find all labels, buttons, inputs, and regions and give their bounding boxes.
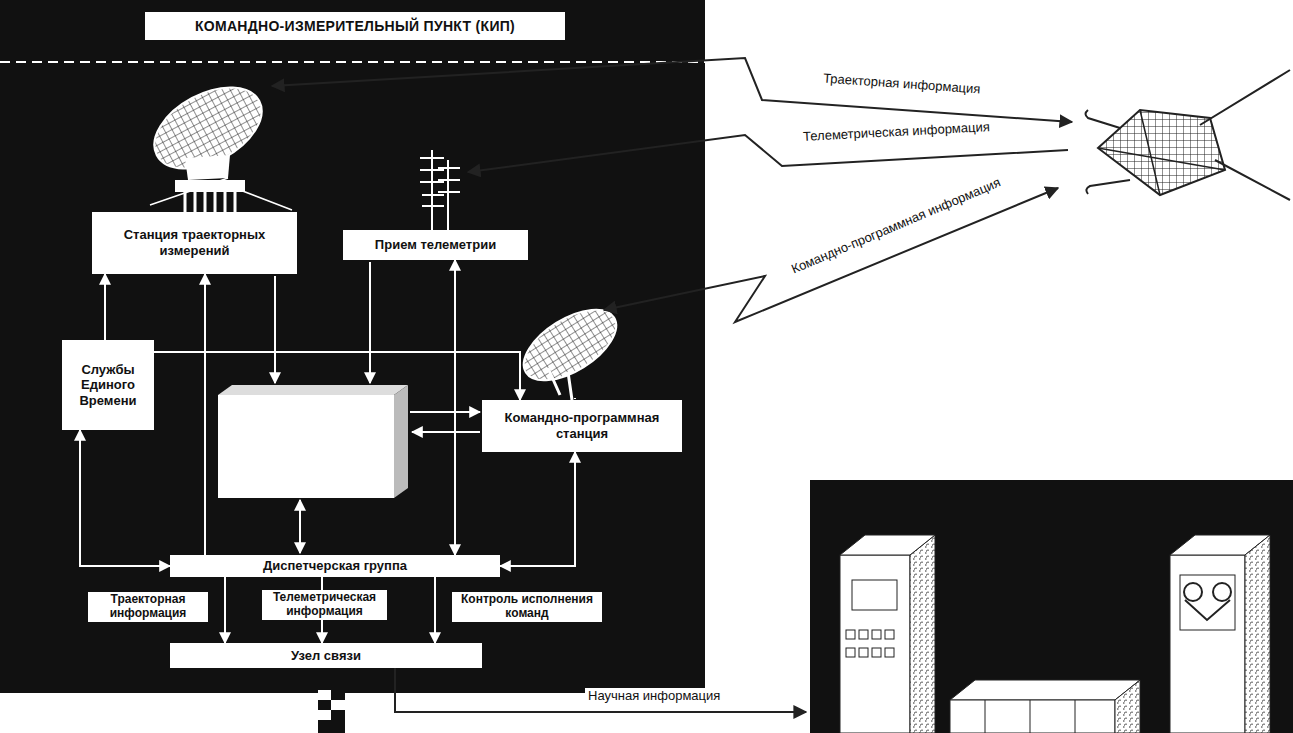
connector xyxy=(204,274,206,555)
process-box: Узел связи xyxy=(170,643,482,668)
process-box: Диспетчерская группа xyxy=(170,555,500,577)
computer-cabinets xyxy=(840,535,1270,733)
edge-label: Телеметрическая информация xyxy=(262,590,387,620)
computer-block xyxy=(218,385,408,498)
link-label: Траекторная информация xyxy=(820,70,984,96)
edge-label: Траекторная информация xyxy=(88,592,208,622)
connector xyxy=(224,577,226,643)
link-label: Научная информация xyxy=(585,688,723,703)
box-text: Прием телеметрии xyxy=(375,237,496,253)
yagi-antenna xyxy=(420,150,460,230)
edge-label: Контроль исполнения команд xyxy=(452,592,602,622)
connector xyxy=(154,352,520,400)
satellite xyxy=(1086,70,1291,200)
process-box: Станция траекторных измерений xyxy=(92,212,297,274)
connector xyxy=(434,577,436,643)
box-text: Узел связи xyxy=(291,648,361,664)
dish-antenna xyxy=(141,71,275,212)
connector xyxy=(104,274,106,340)
process-box: Прием телеметрии xyxy=(343,230,528,260)
box-text: Службы Единого Времени xyxy=(68,362,148,409)
box-text: Диспетчерская группа xyxy=(263,558,407,574)
connector xyxy=(80,430,170,566)
link-label: Командно-программная информация xyxy=(786,173,1005,277)
link-label: Телеметрическая информация xyxy=(800,119,993,144)
radio-links xyxy=(272,58,1072,322)
box-text: Станция траекторных измерений xyxy=(98,227,291,258)
process-box: Службы Единого Времени xyxy=(62,340,154,430)
panel-title: КОМАНДНО-ИЗМЕРИТЕЛЬНЫЙ ПУНКТ (КИП) xyxy=(145,12,565,40)
science-arrow xyxy=(395,668,806,712)
dish-antenna xyxy=(512,295,628,400)
connector xyxy=(454,260,456,555)
connector xyxy=(500,452,575,566)
box-text: Командно-программная станция xyxy=(488,410,676,441)
process-box: Командно-программная станция xyxy=(482,400,682,452)
